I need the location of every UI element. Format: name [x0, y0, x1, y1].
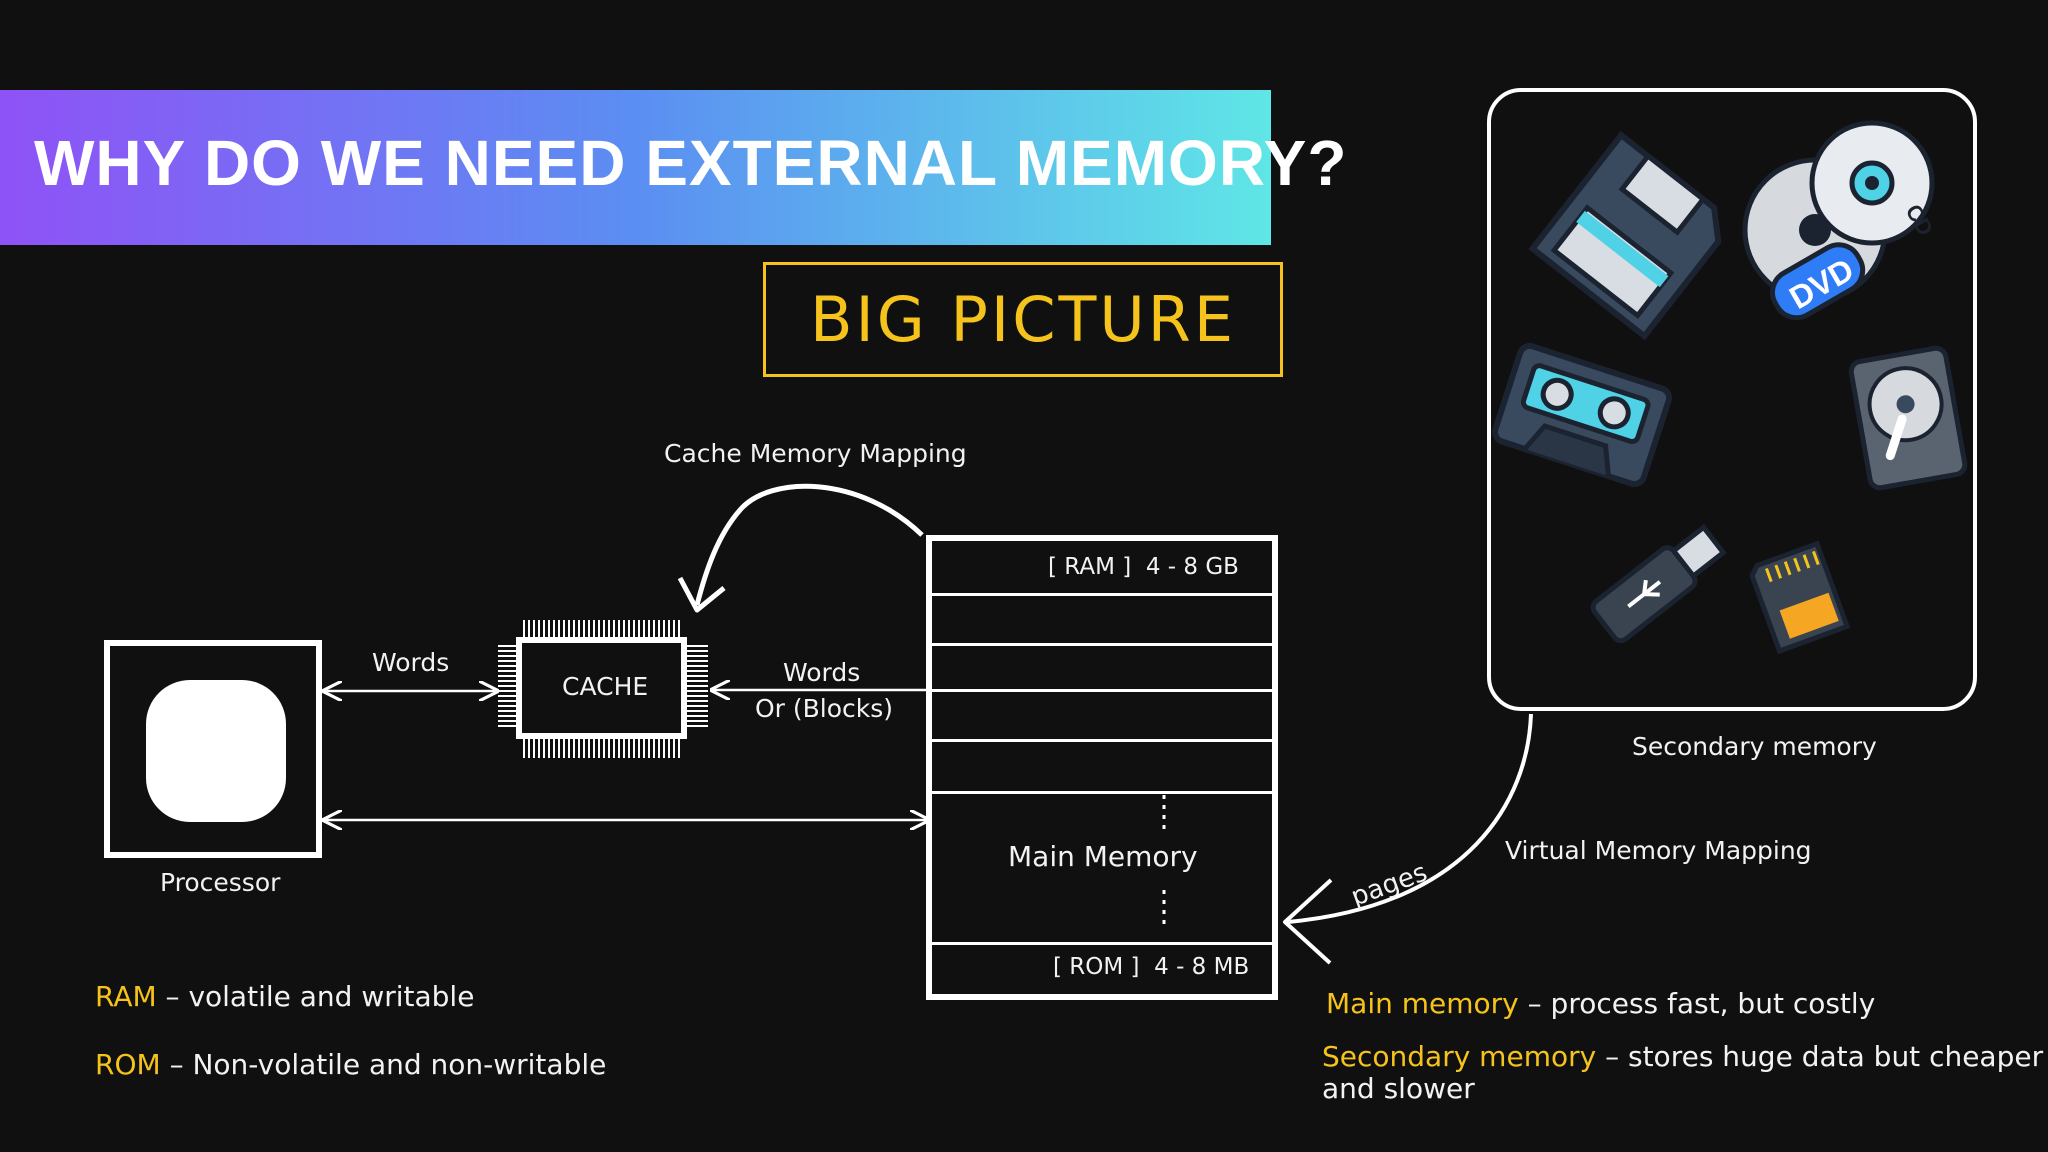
blocks-label: Or (Blocks): [755, 694, 894, 723]
secondary-memory-label: Secondary memory: [1632, 732, 1877, 761]
memory-row-divider: [932, 593, 1272, 596]
ram-tag: [ RAM ]: [1048, 554, 1132, 580]
cache-mapping-label: Cache Memory Mapping: [664, 439, 967, 468]
main-memory-label: Main Memory: [1008, 840, 1198, 873]
virtual-memory-mapping-label: Virtual Memory Mapping: [1505, 836, 1812, 865]
processor-box: [104, 640, 322, 858]
cache-label: CACHE: [562, 672, 649, 701]
cassette-tape-icon: [1491, 342, 1673, 488]
cd-dvd-icon: CD DVD: [1742, 120, 1938, 321]
memory-row-divider: [932, 791, 1272, 794]
secondary-memory-note: Secondary memory – stores huge data but …: [1322, 1040, 2043, 1073]
floppy-disk-icon: [1528, 130, 1722, 341]
title-banner: WHY DO WE NEED EXTERNAL MEMORY?: [0, 90, 1346, 245]
secondary-memory-panel: [1487, 88, 1977, 711]
ram-term: RAM: [95, 980, 157, 1013]
hard-disk-icon: [1848, 345, 1968, 491]
main-memory-description: – process fast, but costly: [1527, 987, 1876, 1020]
subtitle-box: BIG PICTURE: [763, 262, 1283, 377]
subtitle: BIG PICTURE: [809, 283, 1237, 356]
memory-row-divider: [932, 689, 1272, 692]
secondary-memory-description: – stores huge data but cheaper: [1605, 1040, 2044, 1073]
main-memory-block: [926, 535, 1278, 1000]
secondary-memory-term: Secondary memory: [1322, 1040, 1597, 1073]
memory-row-divider: [932, 643, 1272, 646]
rom-term: ROM: [95, 1048, 161, 1081]
ram-note: RAM – volatile and writable: [95, 980, 474, 1013]
rom-description: – Non-volatile and non-writable: [169, 1048, 607, 1081]
main-memory-note: Main memory – process fast, but costly: [1326, 987, 1875, 1020]
processor-label: Processor: [160, 868, 281, 897]
memory-row-divider: [932, 942, 1272, 945]
main-memory-term: Main memory: [1326, 987, 1519, 1020]
rom-label: [ ROM ] 4 - 8 MB: [1053, 954, 1249, 980]
rom-size: 4 - 8 MB: [1154, 954, 1250, 980]
rom-note: ROM – Non-volatile and non-writable: [95, 1048, 606, 1081]
virtual-memory-arrow: [1283, 713, 1533, 965]
ram-label: [ RAM ] 4 - 8 GB: [1048, 554, 1239, 580]
page-title: WHY DO WE NEED EXTERNAL MEMORY?: [34, 127, 1348, 199]
words-label-left: Words: [372, 648, 450, 677]
ram-description: – volatile and writable: [165, 980, 475, 1013]
secondary-memory-note-2: and slower: [1322, 1072, 1475, 1105]
sd-card-icon: [1749, 540, 1851, 655]
processor-chip: [146, 680, 286, 822]
usb-drive-icon: [1590, 523, 1727, 644]
memory-row-divider: [932, 739, 1272, 742]
rom-tag: [ ROM ]: [1053, 954, 1140, 980]
ram-size: 4 - 8 GB: [1145, 554, 1239, 580]
cache-mapping-arrow: [677, 483, 924, 613]
words-label-right: Words: [783, 658, 861, 687]
